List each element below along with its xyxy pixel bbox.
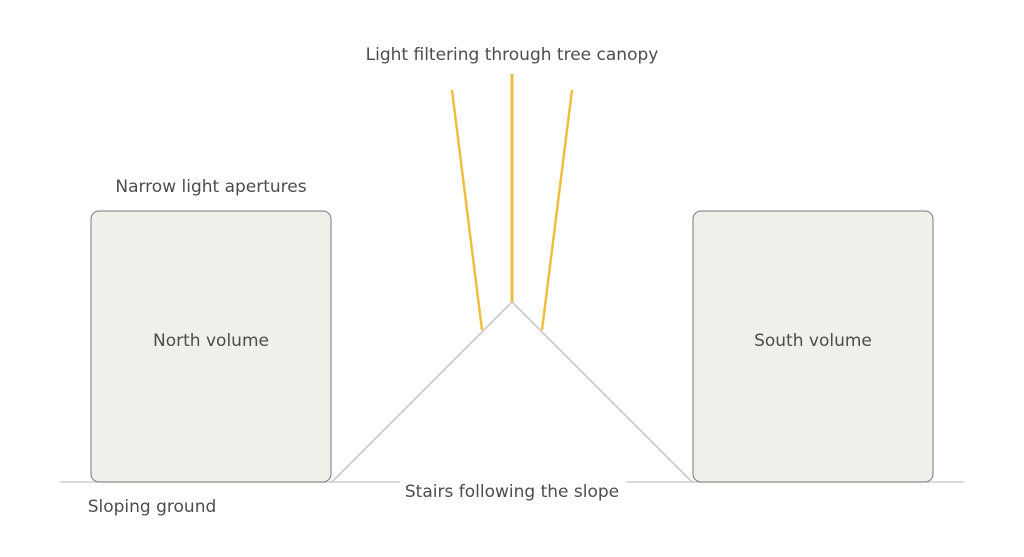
south-volume	[692, 210, 934, 483]
light-label: Light filtering through tree canopy	[366, 45, 659, 65]
light-ray-left	[450, 89, 484, 331]
apertures-label: Narrow light apertures	[115, 177, 306, 197]
ground-label: Sloping ground	[88, 497, 217, 517]
stairs-slope-right	[511, 301, 693, 483]
north-volume-label: North volume	[153, 331, 269, 351]
light-ray-right	[540, 89, 574, 331]
stairs-slope-left	[331, 301, 513, 483]
north-volume	[90, 210, 332, 483]
south-volume-label: South volume	[754, 331, 872, 351]
stairs-label: Stairs following the slope	[405, 482, 619, 502]
